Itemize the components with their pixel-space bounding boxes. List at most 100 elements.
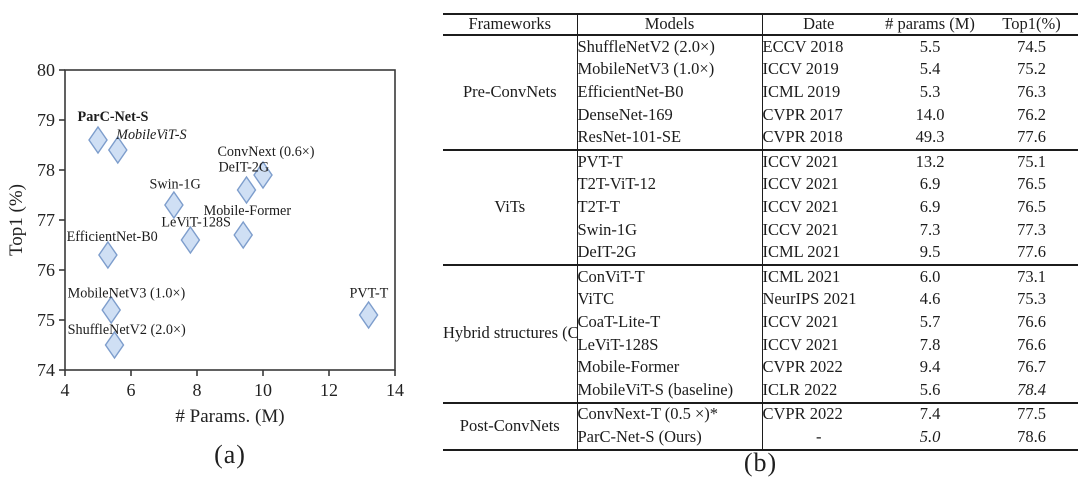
data-point-diamond [104,330,125,360]
model-cell: PVT-T [576,148,762,174]
x-tick-label: 10 [254,380,272,400]
y-tick-label: 77 [37,210,55,230]
top1-cell: 78.6 [1017,426,1046,446]
data-point-label: MobileNetV3 (1.0×) [68,286,186,302]
data-point-diamond [180,225,201,255]
framework-cell: ViTs [443,148,577,265]
data-point-label: ConvNext (0.6×) [217,144,314,160]
params-cell: 14.0 [915,104,945,124]
model-cell: Mobile-Former [576,356,762,379]
model-cell: EfficientNet-B0 [576,81,762,104]
model-cell: CoaT-Lite-T [576,311,762,334]
data-point-diamond [236,175,257,205]
y-tick-label: 80 [37,60,55,80]
model-cell: T2T-ViT-12 [576,173,762,197]
params-cell: 7.3 [919,219,941,239]
column-header: Frameworks [443,14,577,36]
model-cell: ConViT-T [576,263,762,289]
params-cell: 4.6 [919,289,941,309]
date-cell: ICML 2019 [761,81,875,104]
data-point-diamond [358,300,379,330]
params-cell: 6.9 [919,196,941,216]
data-point-label: MobileViT-S [115,127,186,143]
data-point-label: ShuffleNetV2 (2.0×) [68,322,186,338]
params-cell: 5.4 [919,59,941,79]
data-point-label: Swin-1G [149,177,200,193]
x-tick-label: 12 [320,380,338,400]
framework-cell: Post-ConvNets [443,401,577,450]
top1-cell: 76.5 [1017,174,1046,194]
data-point-diamond [98,240,118,270]
data-point-label: EfficientNet-B0 [67,229,158,245]
table-row: Hybrid structures (ConvNet+ViT)ConViT-TI… [443,263,1078,403]
date-cell: NeurIPS 2021 [761,288,875,312]
top1-cell: 76.3 [1017,82,1046,101]
date-cell: CVPR 2022 [761,356,875,379]
top1-cell: 78.4 [1017,379,1046,399]
params-cell: 9.4 [919,357,941,377]
model-cell: LeViT-128S [576,333,762,357]
top1-cell: 76.5 [1017,196,1046,216]
params-cell: 7.4 [875,401,985,427]
data-point-diamond [164,190,184,220]
model-cell: DeIT-2G [576,241,762,265]
model-cell: ShuffleNetV2 (2.0×) [576,34,762,59]
y-tick-label: 79 [37,110,55,130]
params-cell: 5.6 [919,379,941,399]
top1-cell: 76.6 [1017,311,1046,331]
model-cell: Swin-1G [576,218,762,242]
top1-cell: 77.5 [985,401,1078,427]
axis-label-x: # Params. (M) [175,406,284,427]
params-cell: 7.8 [919,334,941,354]
axis-label-y: Top1 (%) [6,184,27,256]
top1-cell: 76.6 [1017,334,1046,354]
params-cell: 5.0 [919,426,941,446]
date-cell: ICLR 2022 [761,378,875,403]
params-cell: 6.9 [919,174,941,194]
date-cell: ICML 2021 [761,263,875,289]
column-header: Date [761,14,875,36]
top1-cell: 75.3 [1017,289,1046,309]
top1-cell: 73.1 [985,263,1078,289]
x-tick-label: 14 [386,380,404,400]
date-cell: ICCV 2019 [761,58,875,82]
top1-cell: 74.5 [985,34,1078,59]
date-cell: CVPR 2017 [761,103,875,127]
date-cell: ICML 2021 [761,241,875,265]
table-row: MobileNetV3 (1.0×)ICCV 2019 5.4 75.2 [443,58,1078,82]
framework-cell: Pre-ConvNets [443,34,577,150]
params-cell: 13.2 [875,148,985,174]
x-tick-label: 4 [61,380,70,400]
y-tick-label: 76 [37,260,55,280]
top1-cell: 77.3 [1017,219,1046,239]
model-cell: MobileNetV3 (1.0×) [576,58,762,82]
date-cell: CVPR 2018 [761,126,875,150]
column-header: # params (M) [875,14,985,36]
model-cell: MobileViT-S (baseline) [576,378,762,403]
data-point-diamond [88,125,108,155]
date-cell: ICCV 2021 [761,333,875,357]
params-cell: 5.3 [919,82,941,101]
date-cell: ICCV 2021 [761,311,875,334]
top1-cell: 75.2 [1017,59,1046,79]
data-point-diamond [101,295,122,325]
y-tick-label: 75 [37,310,55,330]
model-cell: T2T-T [576,196,762,219]
data-point-diamond [253,160,273,190]
top1-cell: 76.2 [1017,104,1046,124]
model-cell: ConvNext-T (0.5 ×)* [576,401,762,427]
y-tick-label: 74 [37,360,55,380]
